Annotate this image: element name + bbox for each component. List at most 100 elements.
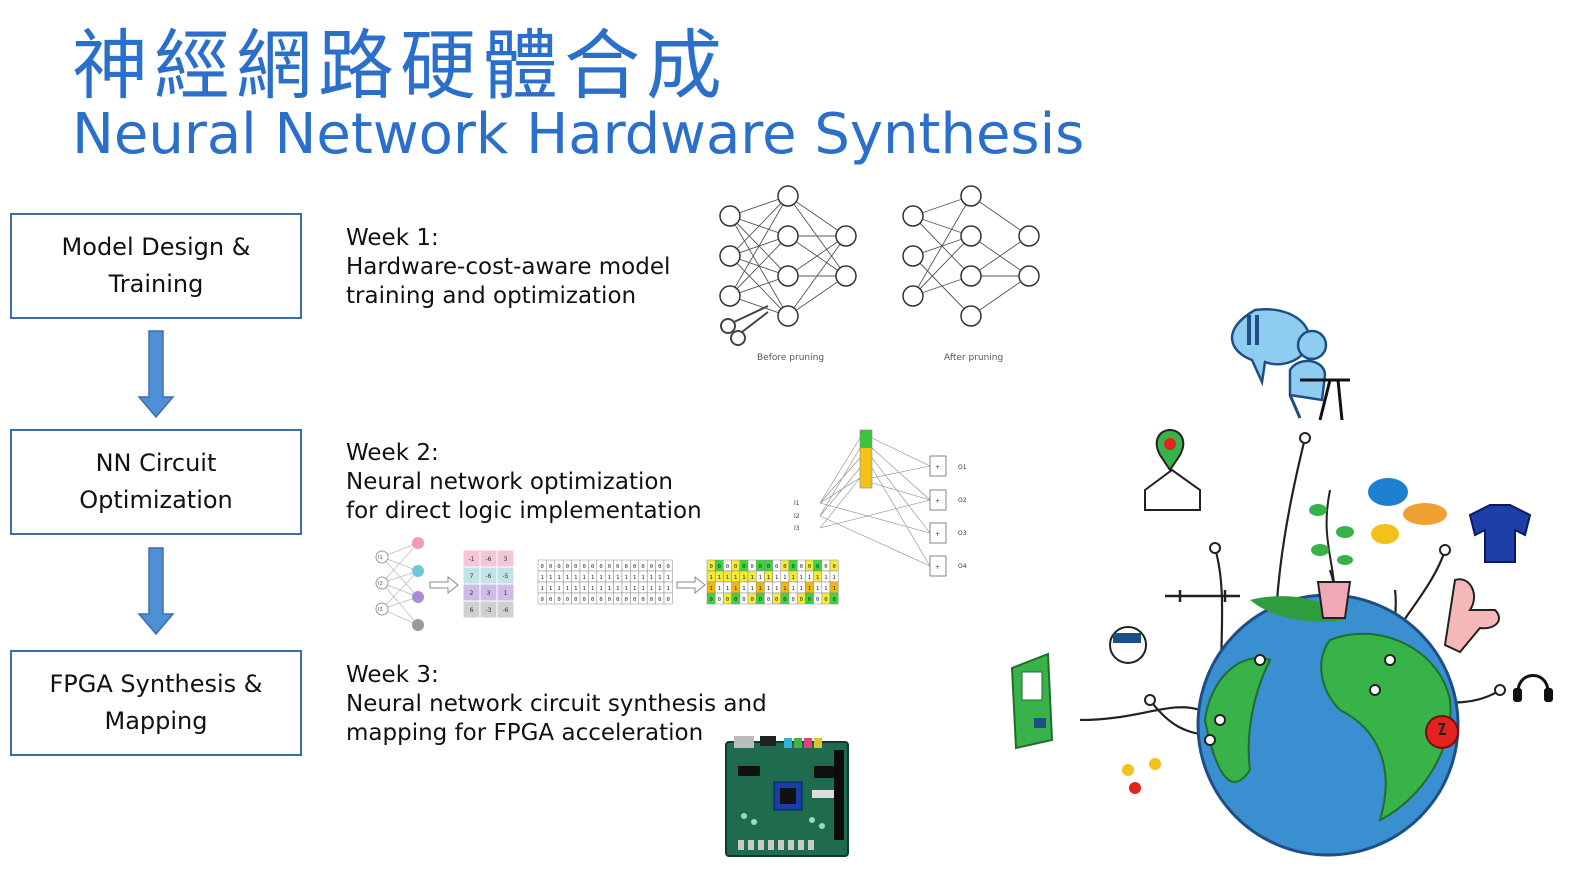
table-bit: 1 [709,586,712,592]
stage-box-fpga-synthesis: FPGA Synthesis & Mapping [10,650,302,756]
table-bit: 1 [775,575,778,581]
table-bit: 1 [566,586,569,592]
table-bit: 0 [709,597,712,603]
table-bit: 1 [718,586,721,592]
table-bit: 0 [650,597,653,603]
small-network-node-label: I2 [378,581,383,587]
table-bit: 1 [574,586,577,592]
table-bit: 1 [574,575,577,581]
logic-output-label: O3 [958,530,967,537]
table-bit: 1 [742,575,745,581]
weight-value: -6 [486,573,492,580]
network-edge [787,275,847,317]
weight-value: -5 [503,573,509,580]
table-bit: 0 [667,564,670,570]
table-bit: 0 [775,564,778,570]
week2-line2: for direct logic implementation [346,498,702,524]
logic-implementation-diagram: ++++ I1 I2 I3 O1 O2 O3 O4 [794,429,967,577]
table-bit: 0 [625,597,628,603]
network-edge [787,235,847,317]
network-node [960,185,982,207]
table-bit: 0 [800,564,803,570]
logic-output-label: O2 [958,497,967,504]
table-bit: 1 [658,575,661,581]
week1-heading: Week 1: [346,225,439,251]
network-connections [912,195,1030,317]
small-network-node-label: I3 [378,607,383,613]
network-node [1018,225,1040,247]
table-bit: 0 [832,564,835,570]
table-bit: 0 [608,564,611,570]
table-bit: 0 [832,597,835,603]
table-bit: 1 [767,586,770,592]
table-bit: 0 [800,597,803,603]
table-bit: 0 [541,564,544,570]
network-node [777,265,799,287]
network-edge [729,235,789,297]
logic-input-label: I3 [794,525,800,532]
table-bit: 1 [734,575,737,581]
network-node [902,285,924,307]
week1-text: Week 1: Hardware-cost-aware model traini… [346,224,670,311]
table-bit: 0 [566,597,569,603]
table-bit: 1 [549,575,552,581]
table-bit: 1 [767,575,770,581]
table-bit: 1 [608,586,611,592]
table-bit: 1 [583,575,586,581]
table-bit: 0 [541,597,544,603]
table-bit: 0 [791,564,794,570]
table-bit: 1 [832,575,835,581]
table-bit: 1 [667,586,670,592]
week2-heading: Week 2: [346,440,439,466]
table-bit: 0 [583,597,586,603]
weight-value: 6 [470,607,474,614]
table-bit: 0 [808,597,811,603]
table-bit: 1 [800,586,803,592]
network-node [1018,265,1040,287]
down-arrow-2 [137,547,175,636]
logic-input-label: I2 [794,513,800,520]
logic-output-label: O4 [958,563,967,570]
svg-text:+: + [935,564,940,571]
network-node [719,205,741,227]
table-bit: 0 [718,597,721,603]
table-cell [829,592,839,605]
network-edge [912,195,972,297]
week3-line2: mapping for FPGA acceleration [346,720,704,746]
table-bit: 0 [824,597,827,603]
table-bit: 1 [824,586,827,592]
table-bit: 1 [726,575,729,581]
table-bit: 0 [616,597,619,603]
table-bit: 1 [791,586,794,592]
week3-text: Week 3: Neural network circuit synthesis… [346,661,767,748]
table-bit: 1 [566,575,569,581]
network-node [835,265,857,287]
fpga-board-image [725,736,849,857]
table-bit: 1 [824,575,827,581]
after-pruning-caption: After pruning [944,353,1004,363]
week3-line1: Neural network circuit synthesis and [346,691,767,717]
table-bit: 1 [599,575,602,581]
table-bit: 1 [557,586,560,592]
table-bit: 1 [783,586,786,592]
week3-heading: Week 3: [346,662,439,688]
table-bit: 1 [541,575,544,581]
table-bit: 0 [633,597,636,603]
table-bit: 1 [658,586,661,592]
network-node [719,245,741,267]
table-bit: 1 [650,586,653,592]
table-bit: 0 [816,564,819,570]
table-bit: 0 [709,564,712,570]
week2-text: Week 2: Neural network optimization for … [346,439,702,526]
table-bit: 0 [775,597,778,603]
iot-globe-illustration [1010,307,1553,857]
table-bit: 1 [667,575,670,581]
table-bit: 0 [742,597,745,603]
table-bit: 1 [557,575,560,581]
table-bit: 0 [718,564,721,570]
table-bit: 1 [791,575,794,581]
title-chinese: 神經網路硬體合成 [72,21,728,110]
network-node [777,225,799,247]
